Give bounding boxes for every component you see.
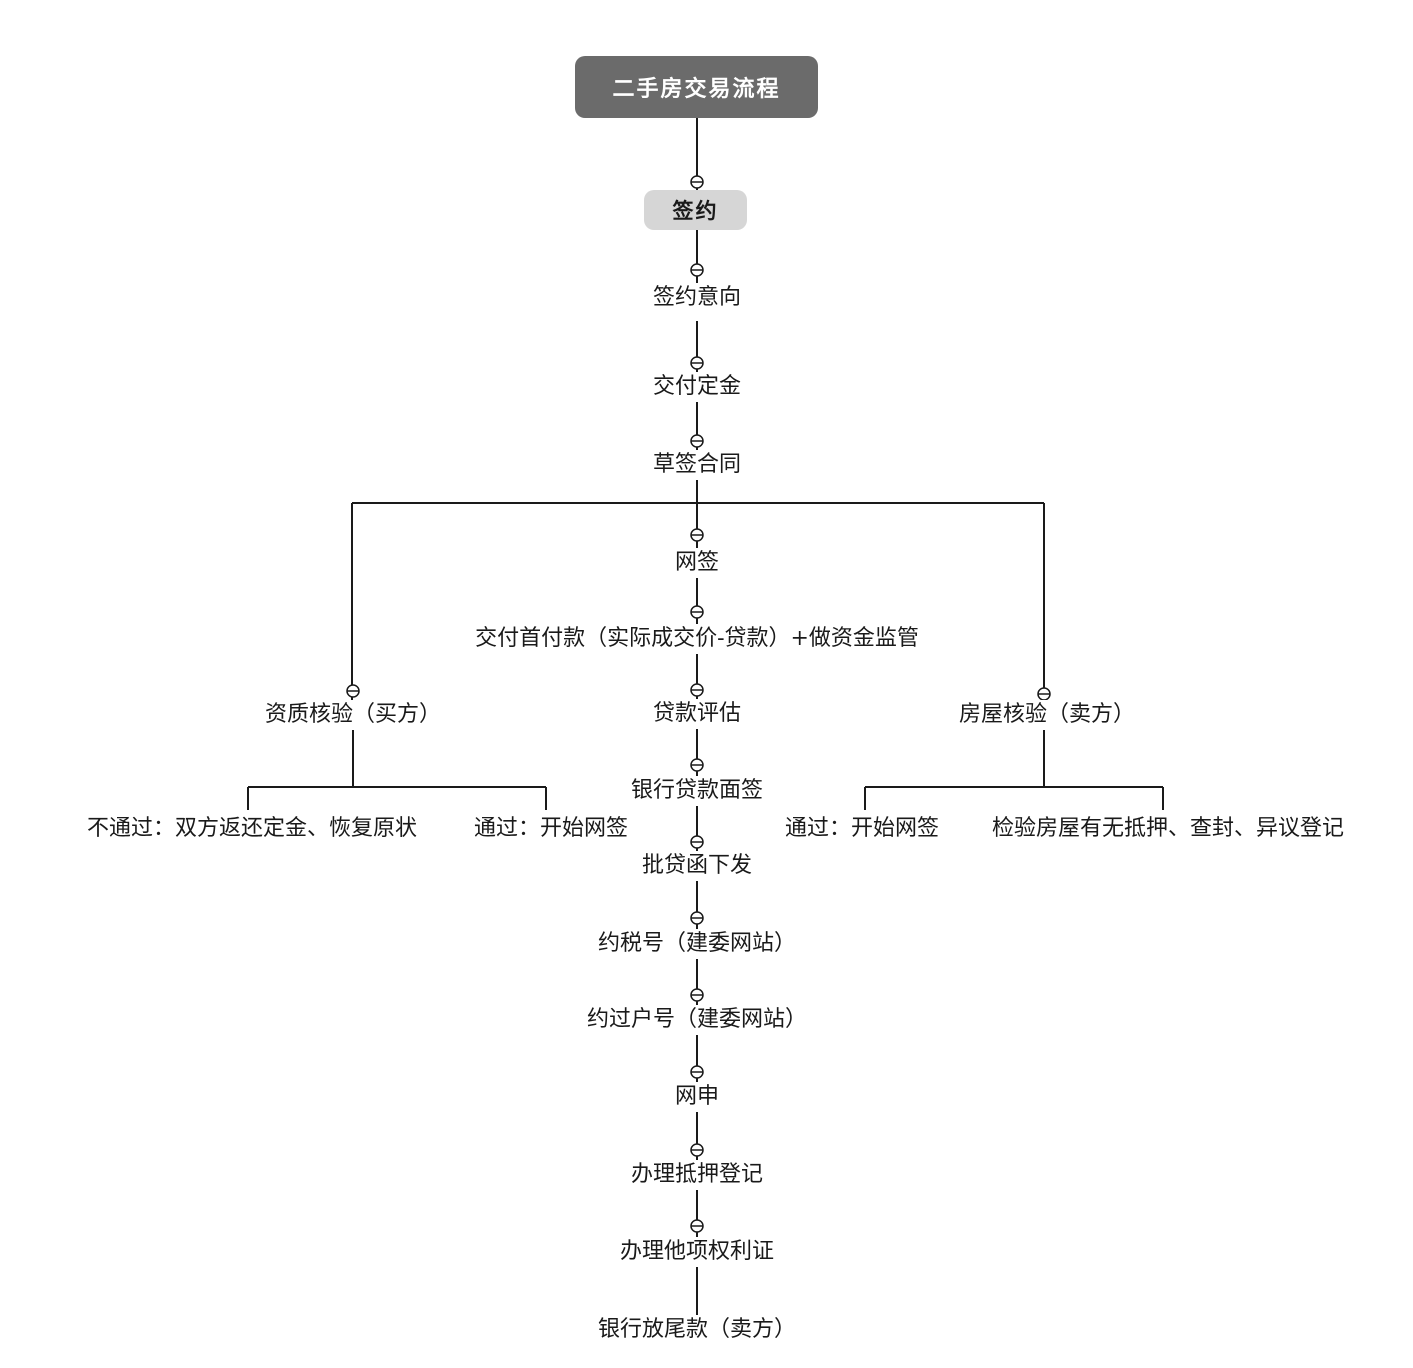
root-node-title: 二手房交易流程: [575, 56, 818, 118]
seller-check-inspect: 检验房屋有无抵押、查封、异议登记: [989, 814, 1347, 844]
step-intent: 签约意向: [650, 283, 744, 313]
step-transfer-appointment: 约过户号（建委网站）: [584, 1005, 810, 1035]
collapse-icon[interactable]: [1037, 687, 1051, 701]
buyer-check-pass: 通过：开始网签: [471, 814, 631, 844]
step-mortgage-registration: 办理抵押登记: [628, 1160, 766, 1190]
collapse-icon[interactable]: [690, 1143, 704, 1157]
step-loan-assessment: 贷款评估: [650, 699, 744, 729]
collapse-icon[interactable]: [690, 988, 704, 1002]
buyer-check-node: 资质核验（买方）: [262, 700, 444, 730]
collapse-icon[interactable]: [690, 605, 704, 619]
step-draft-contract: 草签合同: [650, 450, 744, 480]
step-online-application: 网申: [672, 1082, 722, 1112]
step-bank-interview: 银行贷款面签: [628, 776, 766, 806]
step-down-payment: 交付首付款（实际成交价-贷款）+做资金监管: [473, 624, 921, 654]
collapse-icon[interactable]: [690, 356, 704, 370]
collapse-icon[interactable]: [690, 434, 704, 448]
collapse-icon[interactable]: [690, 175, 704, 189]
collapse-icon[interactable]: [690, 528, 704, 542]
seller-check-pass: 通过：开始网签: [782, 814, 942, 844]
step-tax-appointment: 约税号（建委网站）: [595, 929, 799, 959]
step-other-rights-cert: 办理他项权利证: [617, 1237, 777, 1267]
seller-check-node: 房屋核验（卖方）: [956, 700, 1138, 730]
step-online-sign: 网签: [672, 548, 722, 578]
collapse-icon[interactable]: [346, 684, 360, 698]
collapse-icon[interactable]: [690, 911, 704, 925]
collapse-icon[interactable]: [690, 758, 704, 772]
step-final-payment: 银行放尾款（卖方）: [595, 1315, 799, 1345]
collapse-icon[interactable]: [690, 1065, 704, 1079]
collapse-icon[interactable]: [690, 263, 704, 277]
collapse-icon[interactable]: [690, 835, 704, 849]
step-deposit: 交付定金: [650, 372, 744, 402]
collapse-icon[interactable]: [690, 683, 704, 697]
buyer-check-fail: 不通过：双方返还定金、恢复原状: [84, 814, 420, 844]
phase-node-signing: 签约: [644, 190, 747, 230]
step-approval-letter: 批贷函下发: [639, 851, 755, 881]
collapse-icon[interactable]: [690, 1219, 704, 1233]
